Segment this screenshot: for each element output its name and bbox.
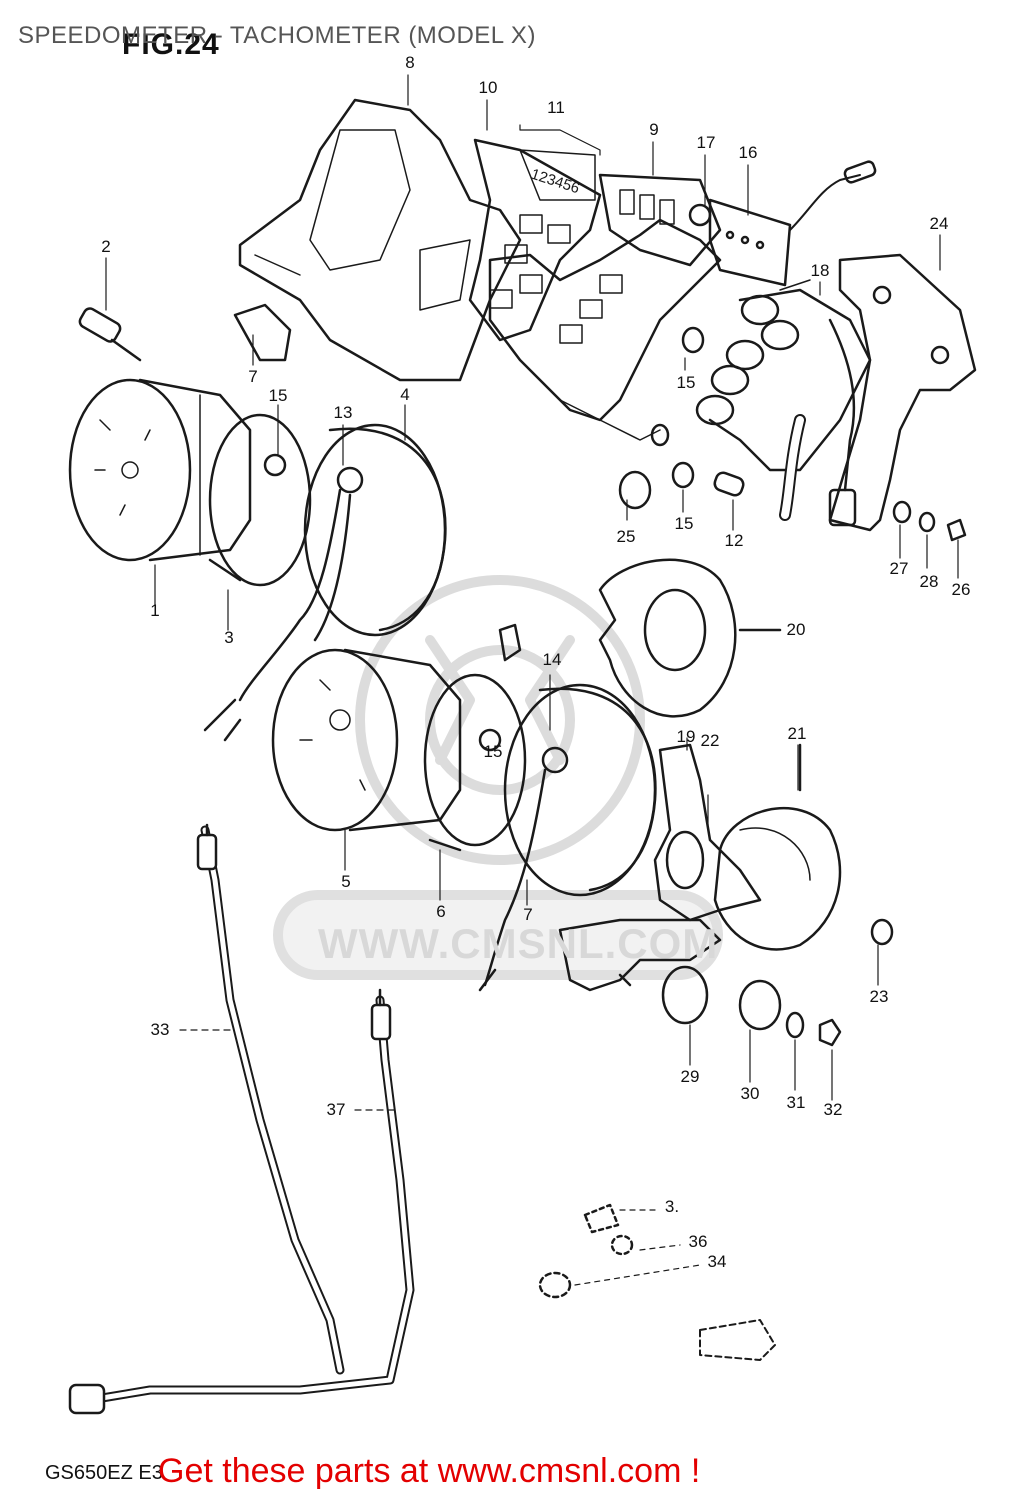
page-title: SPEEDOMETER - TACHOMETER (MODEL X) xyxy=(18,22,536,49)
tachometer-cable-part-37 xyxy=(68,988,415,1415)
callout-30: 30 xyxy=(740,1084,760,1103)
speedometer-part-1 xyxy=(68,378,252,562)
indicator-lamp-block-parts-16-17 xyxy=(688,160,877,291)
figure-label: FIG.24 xyxy=(122,28,220,61)
callout-32: 32 xyxy=(823,1100,843,1119)
callout-15-d: 15 xyxy=(483,742,503,761)
callout-10: 9 xyxy=(649,120,659,139)
callout-7: 7 xyxy=(523,905,533,924)
callout-19: 19 xyxy=(676,727,696,746)
callout-3: 3 xyxy=(224,628,234,647)
cap-part-9 xyxy=(233,303,292,362)
callout-14-b: 14 xyxy=(542,650,562,669)
speedometer-case-part-3 xyxy=(208,413,312,587)
callout-5: 5 xyxy=(341,872,351,891)
promo-link[interactable]: Get these parts at www.cmsnl.com ! xyxy=(158,1452,701,1490)
callout-26: 26 xyxy=(951,580,971,599)
callout-3-dot: 3. xyxy=(664,1197,680,1216)
callout-2: 2 xyxy=(101,237,111,256)
callout-1: 1 xyxy=(150,601,160,620)
small-hardware-parts xyxy=(618,326,967,1047)
callout-15-a: 15 xyxy=(268,386,288,405)
bracket-part-24 xyxy=(828,253,977,532)
tachometer-part-5 xyxy=(271,648,462,832)
callout-15-c: 15 xyxy=(674,514,694,533)
bulb-part-2 xyxy=(78,307,142,362)
watermark-emblem xyxy=(273,575,723,980)
callout-6: 6 xyxy=(436,902,446,921)
callout-13: 12 xyxy=(724,531,744,550)
callout-24: 24 xyxy=(929,214,949,233)
speedometer-cable-part-33 xyxy=(196,823,345,1375)
callout-31: 31 xyxy=(786,1093,806,1112)
callout-12: 11 xyxy=(547,98,565,117)
callout-15-b: 15 xyxy=(676,373,696,392)
callout-16: 16 xyxy=(738,143,758,162)
callout-34: 34 xyxy=(707,1252,727,1271)
housing-part-21 xyxy=(713,743,842,951)
callout-20: 20 xyxy=(786,620,806,639)
callout-27: 27 xyxy=(889,559,909,578)
housing-part-20 xyxy=(598,558,782,718)
cable-end-parts-34-36 xyxy=(538,1203,776,1361)
bulb-socket-cluster xyxy=(695,288,872,527)
callout-18: 18 xyxy=(810,261,830,280)
leader-lines xyxy=(105,74,959,1286)
callout-28: 28 xyxy=(919,572,939,591)
callout-21: 21 xyxy=(787,724,807,743)
callout-25: 25 xyxy=(616,527,636,546)
callout-11: 10 xyxy=(478,78,498,97)
callout-22: 22 xyxy=(700,731,720,750)
tachometer-case-part-6 xyxy=(423,623,527,852)
bracket-part-22-19 xyxy=(558,743,762,992)
model-code: GS650EZ E3 xyxy=(45,1462,163,1484)
callout-8: 8 xyxy=(405,53,415,72)
watermark-text: WWW.CMSNL.COM xyxy=(318,920,719,967)
callout-14-a: 13 xyxy=(333,403,353,422)
callout-29: 29 xyxy=(680,1067,700,1086)
indicator-panel-parts-10-11-12 xyxy=(468,138,722,441)
callout-4: 4 xyxy=(400,385,410,404)
callout-23: 23 xyxy=(869,987,889,1006)
callout-36: 36 xyxy=(688,1232,708,1251)
callout-37: 37 xyxy=(326,1100,346,1119)
upper-cover-part-8 xyxy=(238,98,522,382)
tachometer-cover-part-7 xyxy=(478,683,657,992)
callout-33: 33 xyxy=(150,1020,170,1039)
callout-17: 17 xyxy=(696,133,716,152)
callout-9: 7 xyxy=(248,367,258,386)
speedometer-cover-part-4 xyxy=(203,423,447,742)
